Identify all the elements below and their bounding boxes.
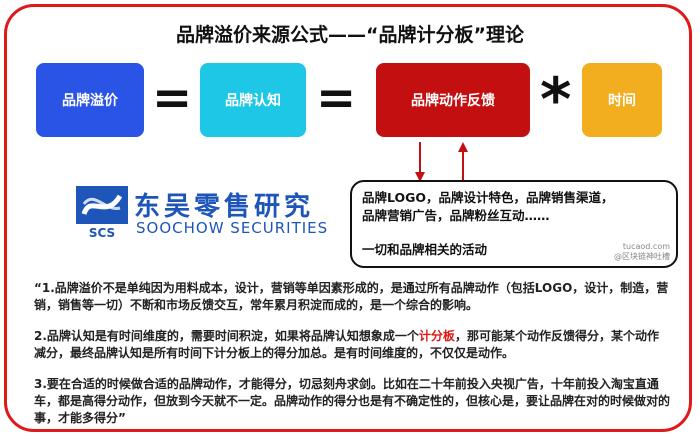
equals-sign-1: = (152, 70, 193, 126)
equals-sign-2: = (316, 70, 357, 126)
watermark-handle: @区块链神吐槽 (614, 252, 670, 261)
multiply-sign: * (540, 65, 572, 135)
paragraph-2: 2.品牌认知是有时间维度的，需要时间积淀，如果将品牌认知想象成一个计分板，那可能… (34, 328, 670, 362)
watermark-site: tucaod.com (622, 242, 670, 251)
brand-premium-box: 品牌溢价 (36, 63, 144, 137)
up-arrow-icon (458, 142, 468, 182)
soochow-logo-icon: SCS (76, 186, 128, 240)
soochow-logo: SCS 东吴零售研究 SOOCHOW SECURITIES (76, 186, 336, 242)
down-arrow-icon (415, 142, 425, 182)
time-box: 时间 (582, 63, 662, 137)
paragraph-2-end: ，那可能某个动作反馈得分，某个动作减分，最终品牌认知是所有时间下计分板上的得分加… (34, 329, 659, 360)
paragraph-1: “1.品牌溢价不是单纯因为用料成本，设计，营销等单因素形成的，是通过所有品牌动作… (34, 281, 669, 312)
note-summary: 一切和品牌相关的活动 (362, 242, 488, 257)
feedback-arrows (415, 142, 468, 182)
brand-actions-note: 品牌LOGO，品牌设计特色，品牌销售渠道， 品牌营销广告，品牌粉丝互动…… 一切… (350, 180, 678, 268)
paragraph-3: 3.要在合适的时候做合适的品牌动作，才能得分，切忌刻舟求剑。比如在二十年前投入央… (34, 377, 671, 425)
watermark: tucaod.com @区块链神吐槽 (614, 242, 670, 262)
logo-english-name: SOOCHOW SECURITIES (136, 219, 329, 237)
brand-cognition-box: 品牌认知 (200, 63, 306, 137)
brand-action-feedback-box: 品牌动作反馈 (376, 63, 530, 137)
page-title: 品牌溢价来源公式——“品牌计分板”理论 (176, 24, 524, 46)
scoreboard-highlight: 计分板 (418, 329, 455, 343)
red-rounded-frame (4, 4, 692, 432)
note-line-1: 品牌LOGO，品牌设计特色，品牌销售渠道， (362, 190, 614, 205)
paragraph-2-start: 2.品牌认知是有时间维度的，需要时间积淀，如果将品牌认知想象成一个 (34, 329, 419, 343)
note-line-2: 品牌营销广告，品牌粉丝互动…… (362, 208, 550, 223)
logo-mark-text: SCS (89, 226, 115, 240)
logo-chinese-name: 东吴零售研究 (134, 192, 315, 222)
